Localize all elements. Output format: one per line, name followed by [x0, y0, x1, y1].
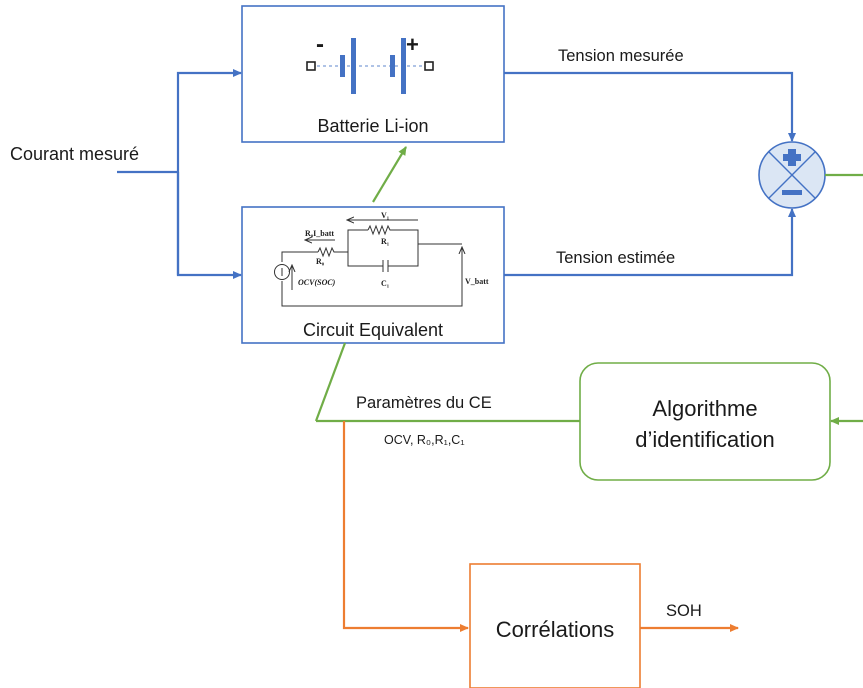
current-input-wiring	[117, 69, 242, 279]
algorithm-label-line2: d’identification	[635, 427, 774, 452]
ce-parameters-label: Paramètres du CE	[356, 394, 492, 412]
correlations-block	[469, 563, 641, 688]
symbol-ocv: OCV(SOC)	[298, 278, 336, 287]
soh-output-label: SOH	[666, 602, 702, 620]
symbol-vbatt: V_batt	[465, 277, 489, 286]
measured-voltage-label: Tension mesurée	[558, 47, 684, 65]
ce-parameters-list: OCV, R₀,R₁,C₁	[384, 433, 465, 447]
voltage-output-wiring	[504, 71, 796, 277]
estimated-voltage-label: Tension estimée	[556, 249, 675, 267]
equivalent-circuit-symbols: V₁ R₁ C₁ R₀I_batt R₀ OCV(SOC) V_batt	[298, 211, 489, 288]
equivalent-circuit-schematic	[274, 220, 463, 307]
current-input-label: Courant mesuré	[10, 144, 139, 164]
identification-algorithm-block	[579, 362, 831, 481]
correlations-wiring	[342, 421, 739, 632]
minus-icon	[782, 190, 802, 195]
battery-block	[241, 5, 505, 143]
battery-block-label: Batterie Li-ion	[317, 116, 428, 136]
battery-plus-sign: +	[406, 32, 419, 57]
symbol-r0: R₀	[316, 257, 325, 266]
battery-minus-sign: -	[316, 31, 324, 58]
symbol-c1: C₁	[381, 279, 390, 288]
symbol-v1: V₁	[381, 211, 390, 220]
symbol-r0i: R₀I_batt	[305, 229, 334, 238]
algorithm-label-line1: Algorithme	[652, 396, 757, 421]
summing-junction	[758, 141, 826, 209]
battery-symbol-icon	[306, 38, 434, 94]
correlations-label: Corrélations	[496, 617, 615, 642]
parameter-feedback-wiring	[314, 146, 863, 425]
symbol-r1: R₁	[381, 237, 390, 246]
equivalent-circuit-label: Circuit Equivalent	[303, 320, 443, 340]
plus-icon	[783, 149, 801, 166]
